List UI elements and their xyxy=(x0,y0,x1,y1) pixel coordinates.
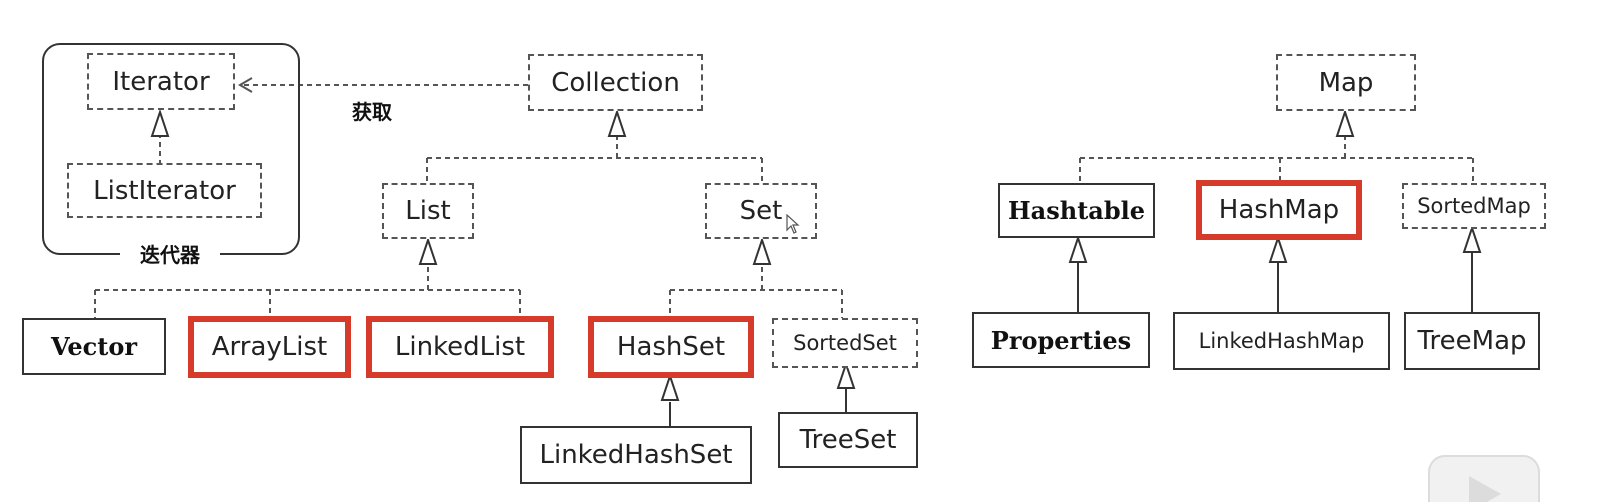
linkedlist-node: LinkedList xyxy=(366,316,554,378)
triangle-set xyxy=(752,236,772,265)
get-label: 获取 xyxy=(352,100,392,124)
play-watermark-icon xyxy=(1428,455,1540,502)
linkedhashmap-node: LinkedHashMap xyxy=(1173,312,1390,370)
triangle-map xyxy=(1335,108,1355,137)
hashtable-node: Hashtable xyxy=(998,183,1155,238)
iterator-node: Iterator xyxy=(87,53,235,110)
triangle-sortedmap xyxy=(1462,224,1482,253)
triangle-collection xyxy=(607,108,627,137)
arraylist-node: ArrayList xyxy=(188,316,351,378)
mouse-cursor-icon xyxy=(786,214,800,234)
vector-node: Vector xyxy=(22,318,166,375)
set-node: Set xyxy=(705,183,817,239)
listiterator-node: ListIterator xyxy=(67,163,262,218)
hashmap-node: HashMap xyxy=(1196,180,1362,240)
triangle-list xyxy=(418,236,438,265)
collection-node: Collection xyxy=(528,54,703,111)
treemap-node: TreeMap xyxy=(1404,312,1540,370)
triangle-hashtable xyxy=(1068,234,1088,263)
properties-node: Properties xyxy=(972,312,1150,368)
triangle-iterator xyxy=(150,108,170,137)
sortedmap-node: SortedMap xyxy=(1402,183,1546,229)
triangle-hashset xyxy=(660,372,680,401)
arrowhead-open xyxy=(238,77,253,93)
list-node: List xyxy=(382,183,474,239)
triangle-hashmap xyxy=(1268,234,1288,263)
hashset-node: HashSet xyxy=(588,316,754,378)
iterator-group-caption: 迭代器 xyxy=(120,240,220,270)
map-node: Map xyxy=(1276,54,1416,111)
sortedset-node: SortedSet xyxy=(772,318,918,368)
linkedhashset-node: LinkedHashSet xyxy=(520,426,752,484)
triangle-sortedset xyxy=(836,360,856,389)
treeset-node: TreeSet xyxy=(778,412,918,468)
